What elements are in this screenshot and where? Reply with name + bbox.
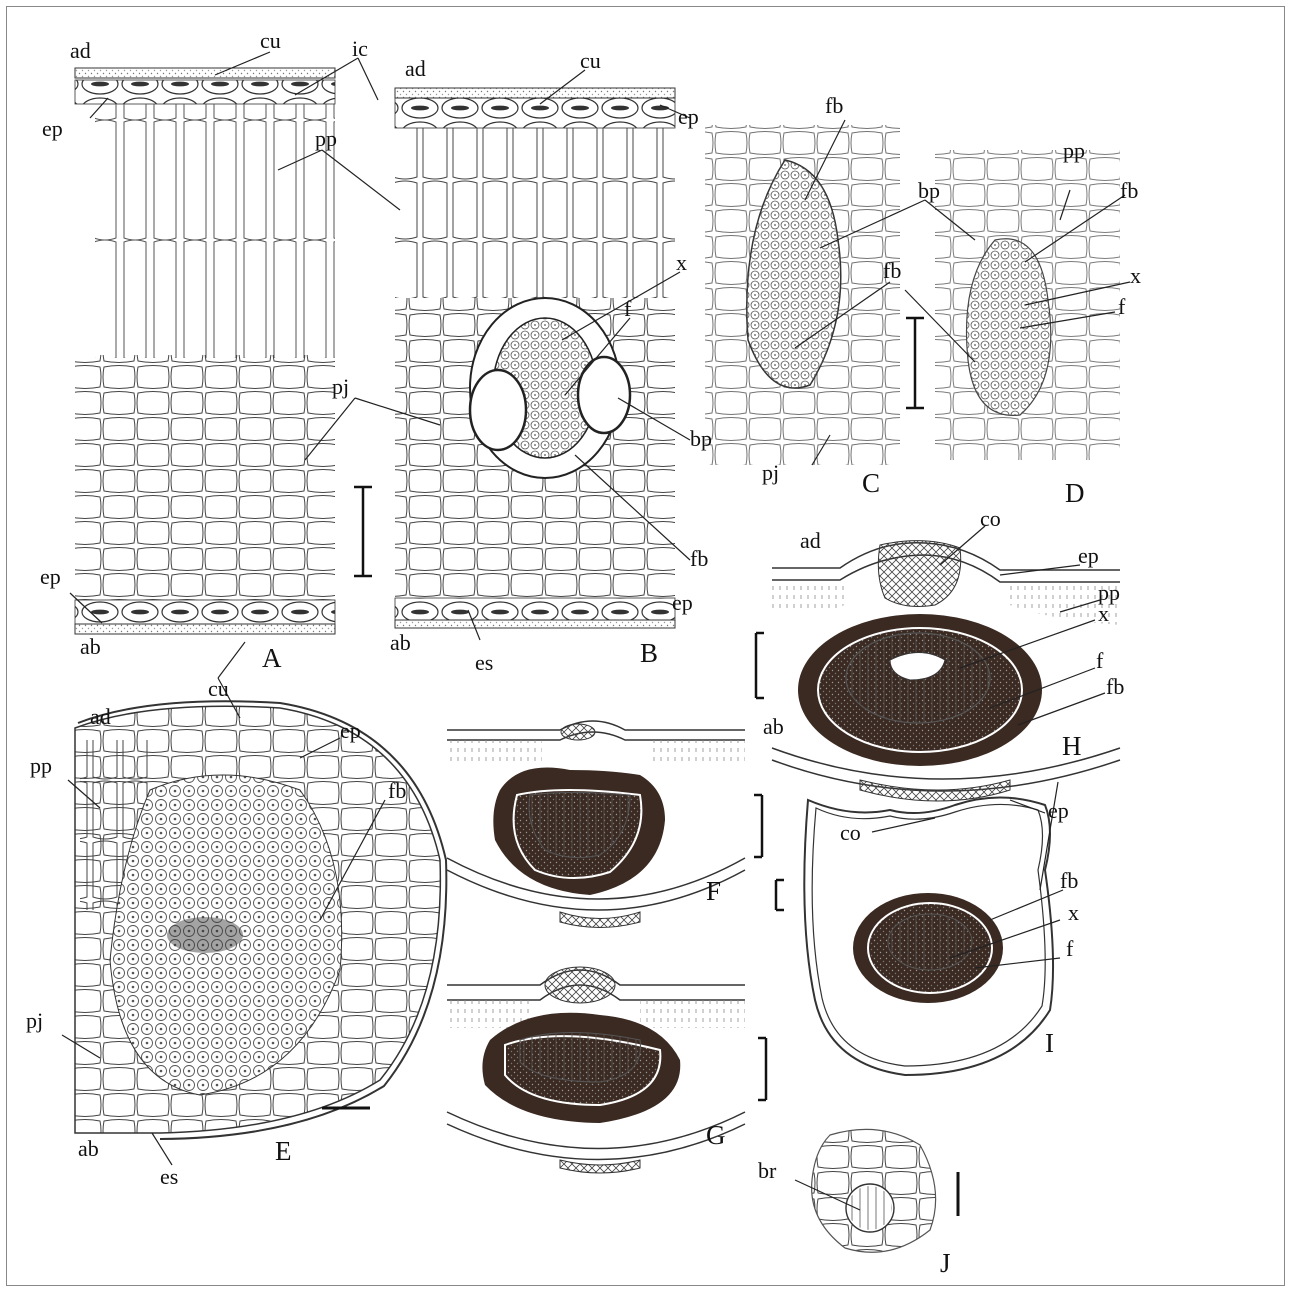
label-fb: fb [1060,870,1078,892]
label-ab: ab [390,632,411,654]
label-ep: ep [340,720,361,742]
panel-label-j: J [940,1250,951,1277]
panel-label-g: G [706,1122,726,1149]
label-ab: ab [763,716,784,738]
panel-label-a: A [262,645,282,672]
label-fb: fb [883,260,901,282]
panel-b-drawing [395,88,675,628]
label-ad: ad [405,58,426,80]
panel-label-i: I [1045,1030,1054,1057]
label-fb: fb [825,95,843,117]
label-pp: pp [315,128,337,150]
label-ep: ep [1078,545,1099,567]
label-ep: ep [678,106,699,128]
label-ad: ad [90,706,111,728]
label-ic: ic [352,38,368,60]
panel-j-drawing [812,1129,958,1252]
label-x: x [1130,265,1141,287]
panel-label-b: B [640,640,658,667]
label-cu: cu [260,30,281,52]
label-ad: ad [70,40,91,62]
label-ep: ep [42,118,63,140]
panel-label-e: E [275,1138,292,1165]
panel-label-h: H [1062,733,1082,760]
label-f: f [1096,650,1103,672]
panel-label-d: D [1065,480,1085,507]
label-ad: ad [800,530,821,552]
label-ep: ep [672,592,693,614]
label-f: f [1118,296,1125,318]
label-fb: fb [388,780,406,802]
label-co: co [980,508,1001,530]
label-es: es [475,652,493,674]
label-bp: bp [690,428,712,450]
label-cu: cu [208,678,229,700]
label-x: x [676,252,687,274]
label-ep: ep [1048,800,1069,822]
label-cu: cu [580,50,601,72]
label-fb: fb [1120,180,1138,202]
label-fb: fb [690,548,708,570]
label-co: co [840,822,861,844]
label-ab: ab [78,1138,99,1160]
label-f: f [1066,938,1073,960]
label-pj: pj [762,462,779,484]
panel-a-drawing [75,68,372,634]
panel-e-drawing [75,701,446,1139]
label-f: f [624,298,631,320]
label-pp: pp [30,755,52,777]
panel-h-drawing [756,541,1120,801]
label-pj: pj [26,1010,43,1032]
label-x: x [1068,902,1079,924]
label-ab: ab [80,636,101,658]
label-ep: ep [40,566,61,588]
label-es: es [160,1166,178,1188]
panel-label-f: F [706,878,721,905]
panel-label-c: C [862,470,880,497]
label-pj: pj [332,376,349,398]
label-br: br [758,1160,776,1182]
label-fb: fb [1106,676,1124,698]
label-x: x [1098,603,1109,625]
label-bp: bp [918,180,940,202]
label-pp: pp [1063,140,1085,162]
panel-c-drawing [705,125,924,465]
